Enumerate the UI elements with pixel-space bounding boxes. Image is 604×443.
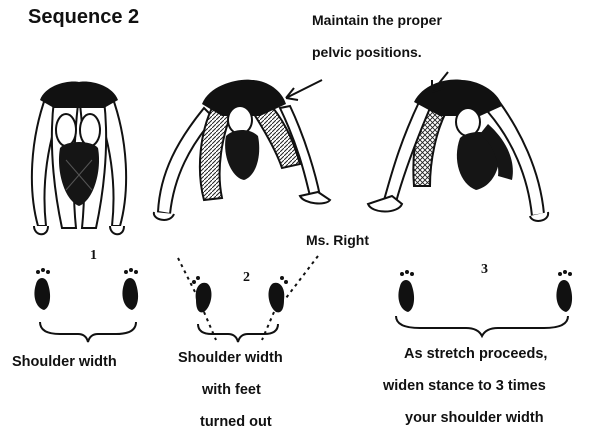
stance-braces [40,316,568,342]
step-2-caption-line-3: turned out [200,414,272,430]
step-3-caption-line-3: your shoulder width [405,410,544,426]
step-1-caption: Shoulder width [12,354,117,370]
step-3-caption-line-1: As stretch proceeds, [404,346,547,362]
step-3-caption-line-2: widen stance to 3 times [383,378,546,394]
footprints-stance-1 [34,268,138,310]
brace-stance-3 [396,316,568,336]
figure-2-forward-fold [154,80,330,220]
annotation-line-2: pelvic positions. [312,44,422,60]
step-2-caption-line-2: with feet [202,382,261,398]
footprints-stance-2 [192,276,288,312]
annotation-line-1: Maintain the proper [312,12,442,28]
sequence-title: Sequence 2 [28,6,139,29]
figure-3-wide-stance-fold [368,80,548,221]
step-2-number: 2 [243,270,250,286]
step-2-caption-line-1: Shoulder width [178,350,283,366]
label-ms-right: Ms. Right [306,232,369,248]
figure-1-forward-fold [32,82,126,235]
brace-stance-1 [40,322,136,342]
step-3-number: 3 [481,262,488,278]
step-1-number: 1 [90,248,97,264]
